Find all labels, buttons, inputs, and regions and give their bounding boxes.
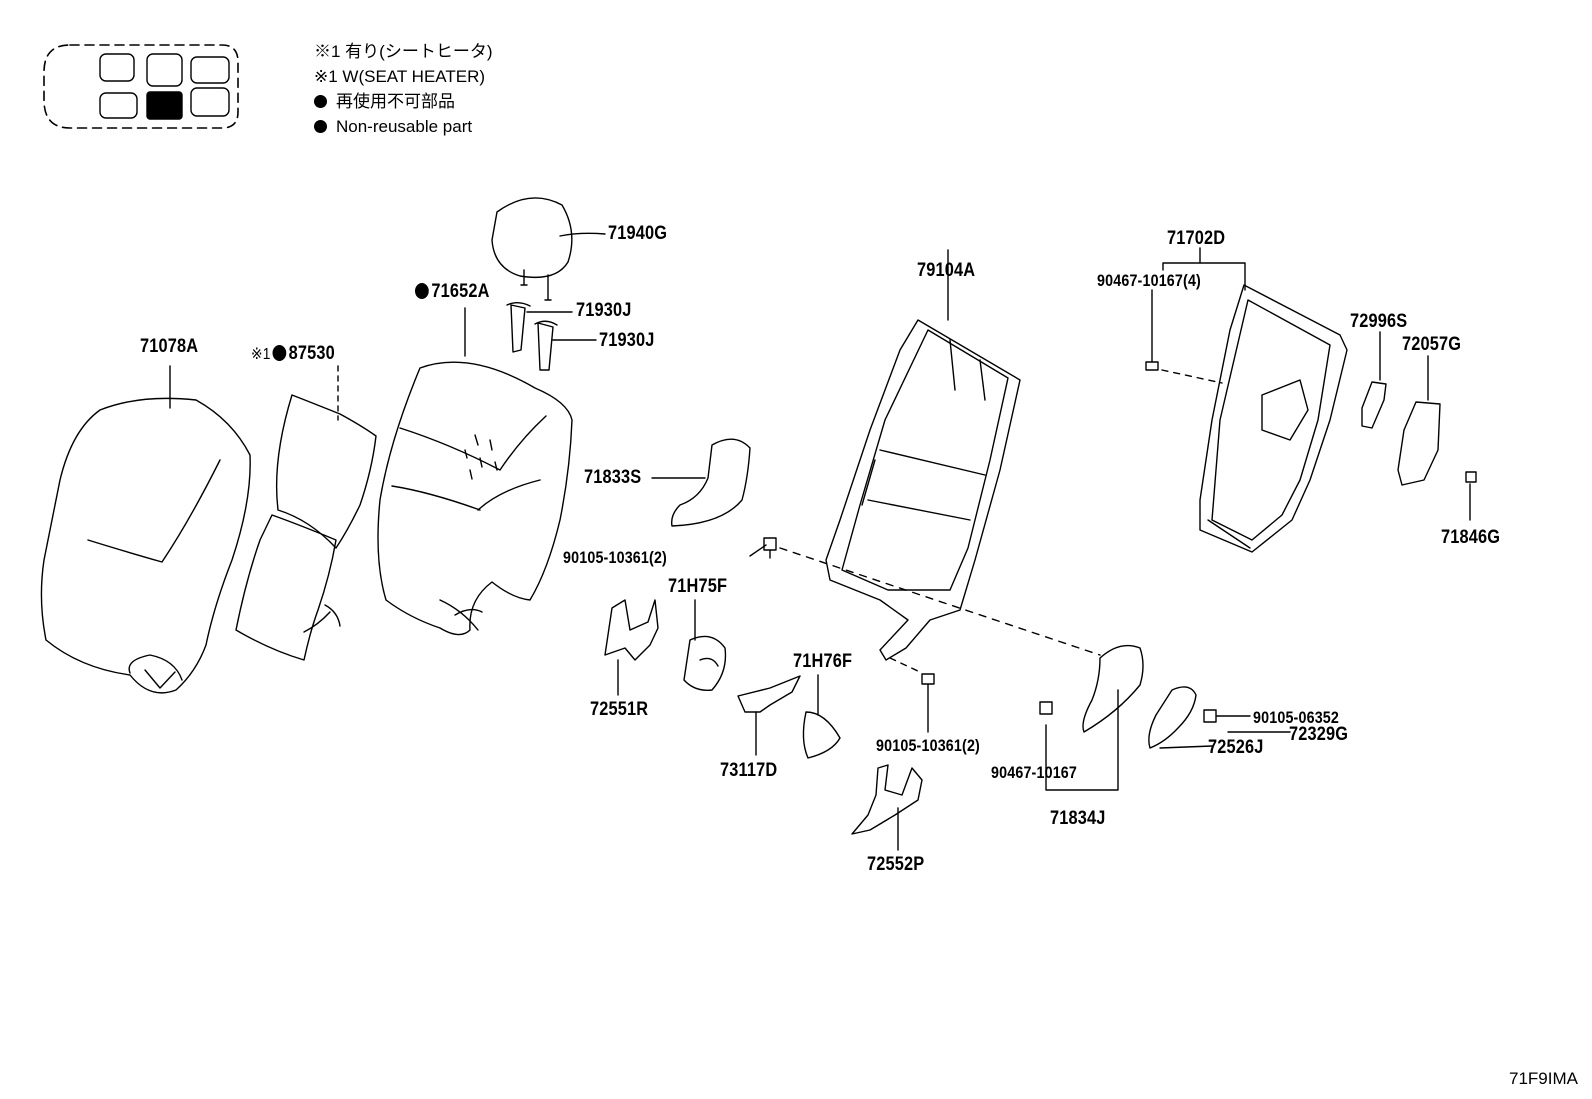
seat-position-indicator: [43, 44, 239, 129]
part-label-71940G[interactable]: 71940G: [608, 223, 668, 244]
part-label-71833S[interactable]: 71833S: [584, 467, 642, 488]
nonreusable-bullet-icon: [314, 95, 327, 108]
legend-heater-jp: ※1 有り(シートヒータ): [314, 42, 493, 61]
cover-71H76F-drawing: [737, 674, 841, 759]
seatback-pad-drawing: [377, 307, 573, 636]
illustration-code: 71F9IMA: [1509, 1069, 1578, 1088]
part-label-90105-06352[interactable]: 90105-06352: [1253, 708, 1340, 727]
part-label-72057G[interactable]: 72057G: [1402, 334, 1462, 355]
part-label-72551R[interactable]: 72551R: [590, 699, 649, 720]
part-label-71846G[interactable]: 71846G: [1441, 527, 1501, 548]
part-label-72526J[interactable]: 72526J: [1208, 737, 1264, 758]
part-label-79104A[interactable]: 79104A: [917, 260, 976, 281]
back-board-drawing: [1145, 247, 1348, 553]
bolt-lower-drawing: [889, 657, 935, 733]
part-label-73117D[interactable]: 73117D: [720, 760, 778, 781]
bracket-72552P-drawing: [851, 764, 923, 851]
part-label-71H76F[interactable]: 71H76F: [793, 651, 853, 672]
part-label-72552P[interactable]: 72552P: [867, 854, 925, 875]
part-label-71H75F[interactable]: 71H75F: [668, 576, 728, 597]
nonreusable-bullet-icon: [314, 120, 327, 133]
headrest-drawing: [491, 197, 606, 301]
part-label-90105-10361-2-lower[interactable]: 90105-10361(2): [876, 736, 980, 755]
part-label-90105-10361-2-upper[interactable]: 90105-10361(2): [563, 548, 667, 567]
headrest-guides-drawing: [506, 302, 597, 371]
nonreusable-bullet-icon: [272, 345, 287, 361]
small-parts-right-drawing: [1361, 331, 1477, 521]
legend-nonreusable-en: Non-reusable part: [314, 117, 472, 137]
part-label-72329G[interactable]: 72329G: [1289, 724, 1349, 745]
knob-drawing: [1148, 686, 1291, 749]
cover-71H75F-drawing: [683, 599, 727, 691]
part-label-71078A[interactable]: 71078A: [140, 336, 199, 357]
seat-heater-drawing: [235, 365, 377, 661]
part-label-71930J-a[interactable]: 71930J: [576, 300, 632, 321]
legend-heater-en: ※1 W(SEAT HEATER): [314, 67, 486, 86]
part-label-71834J[interactable]: 71834J: [1050, 808, 1106, 829]
lever-cover-drawing: [1039, 644, 1144, 791]
bracket-72551R-drawing: [604, 599, 659, 696]
part-label-90467-10167[interactable]: 90467-10167: [991, 763, 1078, 782]
part-label-71930J-b[interactable]: 71930J: [599, 330, 655, 351]
part-label-72996S[interactable]: 72996S: [1350, 311, 1408, 332]
bolt-upper-drawing: [749, 537, 1101, 656]
seatback-cover-drawing: [40, 365, 251, 694]
part-label-71702D[interactable]: 71702D: [1167, 228, 1226, 249]
side-cover-71833S-drawing: [651, 438, 751, 527]
part-label-90467-10167-4[interactable]: 90467-10167(4): [1097, 271, 1201, 290]
part-label-71652A[interactable]: 71652A: [415, 281, 490, 303]
legend-nonreusable-jp: 再使用不可部品: [314, 92, 455, 112]
seatback-frame-drawing: [825, 249, 1021, 661]
nonreusable-bullet-icon: [415, 283, 429, 299]
